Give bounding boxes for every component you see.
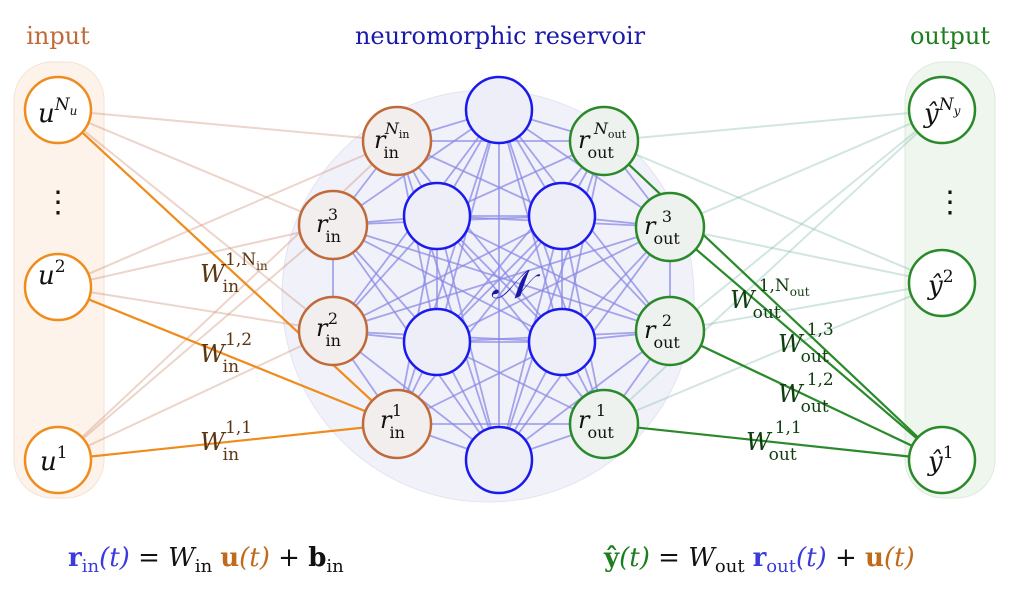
output-edge-faint [669,226,943,284]
rout-node [634,191,706,263]
reservoir-node [527,307,597,377]
input-edge-faint [57,330,334,461]
input-edge-highlight [57,422,398,462]
rout-node [634,295,706,367]
weight-label-out-12: Wout1,2 [778,370,834,417]
reservoir-edge [436,215,605,425]
weight-label-in-11: Win1,1 [200,418,252,465]
input-node-label-nu: uNu [38,95,77,129]
rin-node [361,388,433,460]
rout-node [568,105,640,177]
output-edge-faint [669,109,943,228]
reservoir-edge [332,226,671,332]
reservoir-node [402,307,472,377]
output-edge-faint [603,140,943,284]
rin-node-label-3: rin3 [316,205,341,246]
output-edge-faint [603,109,943,142]
rout-node-label-nout: routNout [578,119,627,162]
rout-node-label-2: rout2 [644,311,680,352]
output-edge-highlight [669,226,943,461]
input-ellipsis: ⋮ [43,185,73,220]
reservoir-edge [332,215,563,332]
output-edge-faint [669,109,943,332]
reservoir-node [464,75,534,145]
rout-node [568,388,640,460]
input-edge-faint [57,109,398,142]
output-edge-faint [603,109,943,425]
rout-node-label-3: rout3 [644,207,680,248]
output-node-label-2: ŷ2 [927,267,954,301]
rin-node-label-nin: rinNin [374,119,410,162]
input-edge-faint [57,109,334,332]
output-node [907,75,977,145]
output-edge-highlight [603,422,943,462]
rin-node [297,295,369,367]
output-title: output [910,22,990,50]
input-node-label-2: u2 [38,257,66,291]
output-node [907,425,977,495]
input-edge-highlight [57,109,398,425]
input-node-label-1: u1 [40,443,68,477]
rin-node [297,189,369,261]
input-edge-faint [57,109,334,226]
weight-label-out-11: Wout1,1 [746,418,802,465]
reservoir-edge [498,109,605,425]
reservoir-edge [332,224,563,343]
output-edge-highlight [669,330,943,461]
output-node-label-ny: ŷNy [923,95,961,129]
reservoir-node [527,181,597,251]
output-edge-faint [669,282,943,332]
output-edge-faint [603,282,943,425]
weight-label-out-1nout: Wout1,Nout [730,276,810,323]
rin-node-label-2: rin2 [316,309,341,350]
input-edge-faint [57,224,334,288]
rout-node-label-1: rout1 [578,401,614,442]
rin-node [361,105,433,177]
reservoir-edge [332,224,671,332]
input-node [23,425,93,495]
input-node [23,252,93,322]
input-title: input [26,22,90,50]
input-node [23,75,93,145]
weight-label-out-13: Wout1,3 [778,320,834,367]
reservoir-edge [436,226,671,343]
output-node [907,248,977,318]
weight-label-in-1nin: Win1,Nin [200,250,268,297]
input-edge-highlight [57,285,398,426]
reservoir-edge [396,109,500,425]
reservoir-node [464,425,534,495]
output-ellipsis: ⋮ [935,185,965,220]
reservoir-edge [396,215,563,425]
input-edge-faint [57,140,398,288]
reservoir-title: neuromorphic reservoir [355,22,646,50]
reservoir-edge [396,140,563,343]
reservoir-edge [436,140,605,343]
rin-node-label-1: rin1 [380,401,405,442]
weight-label-in-12: Win1,2 [200,330,252,377]
output-node-label-1: ŷ1 [927,443,954,477]
reservoir-node [402,181,472,251]
